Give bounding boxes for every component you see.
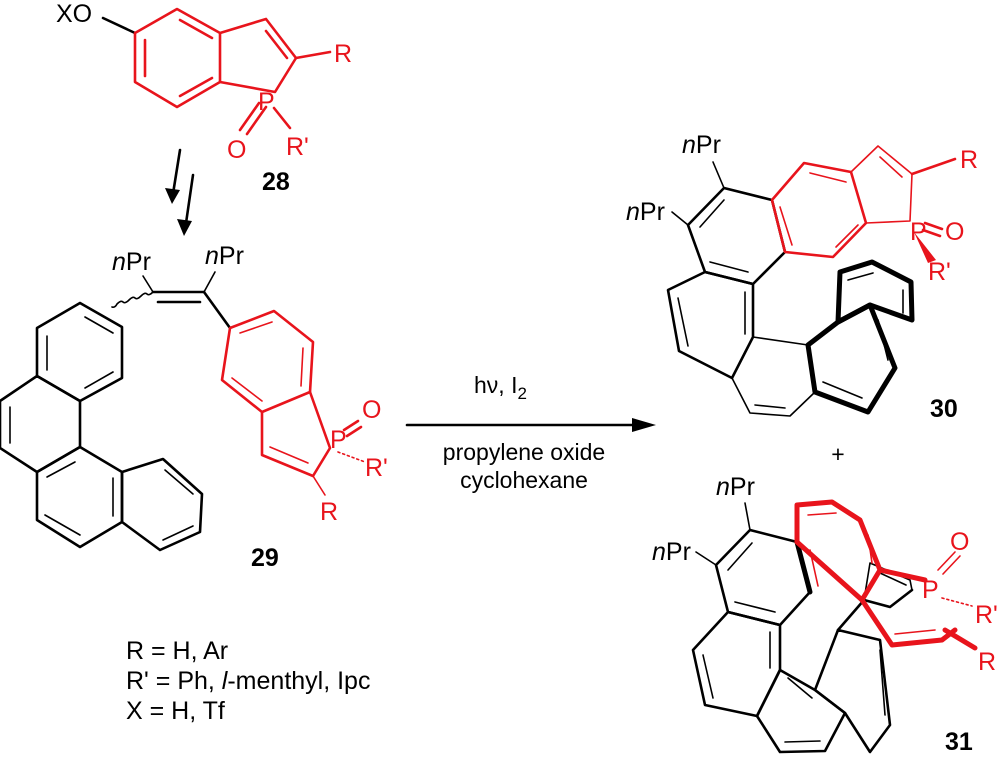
npr-label-1: nPr [716,473,755,501]
phosphole-ring-29 [260,390,332,478]
multistep-arrow [165,148,195,236]
npr-label-1: nPr [682,131,721,159]
npr-label-1: nPr [112,248,151,276]
definition-x: X = H, Tf [126,697,225,725]
ring-4 [813,628,892,754]
reaction-arrow-group: hν, I2 propylene oxide cyclohexane [405,372,656,493]
compound-29: nPr nPr P O R' R 29 [0,242,388,572]
o-label: O [950,528,969,556]
npr-label-2: nPr [205,242,244,270]
compound-label-30: 30 [930,395,958,423]
solvent-line-1: propylene oxide [443,439,605,465]
npr-label-2: nPr [652,538,691,566]
solvent-line-2: cyclohexane [460,467,588,493]
r-label: R [320,498,338,526]
o-label: O [945,218,964,246]
r-label: R [334,40,352,68]
r-label: R [960,146,978,174]
rprime-label: R' [975,601,998,629]
benzene-ring [133,7,222,109]
xo-label: XO [56,0,92,28]
ring-2 [666,270,755,380]
ring-3 [731,377,816,417]
wavy-bond [111,291,154,308]
ring-b [0,374,82,474]
arrow-head [632,418,656,432]
p-label: P [910,218,927,246]
compound-30: nPr nPr P O R' R 30 [626,131,978,423]
benzophosphole-28 [133,7,332,136]
p-label: P [922,576,939,604]
plus-sign: + [831,441,844,467]
p-label: P [330,426,347,454]
rprime-label: R' [286,133,309,161]
definition-rprime: R' = Ph, l-menthyl, Ipc [126,667,370,695]
compound-label-31: 31 [945,728,973,756]
o-label: O [227,136,246,164]
ring-c [35,445,124,549]
ring-3 [755,668,847,754]
definition-r: R = H, Ar [126,637,228,665]
p-label: P [258,88,275,116]
rprime-label: R' [365,454,388,482]
reagents: hν, I2 [474,372,527,403]
compound-label-29: 29 [251,544,279,572]
npr-label-2: nPr [626,198,665,226]
bond [101,16,137,35]
ring-d [120,457,204,552]
ring-2 [691,610,782,718]
ring-5 [835,259,915,325]
substituent-definitions: R = H, Ar R' = Ph, l-menthyl, Ipc X = H,… [126,637,370,725]
benzene-ring-29 [220,309,315,414]
rprime-label: R' [928,258,951,286]
ring-4 [805,302,898,415]
compound-28: XO R P O R' 28 [56,0,352,196]
ring-a [35,301,124,403]
o-label: O [362,396,381,424]
compound-label-28: 28 [262,168,290,196]
benzene-ring-30 [770,161,868,259]
compound-31: nPr nPr P O R' R 31 [652,473,998,756]
r-label: R [978,648,996,676]
